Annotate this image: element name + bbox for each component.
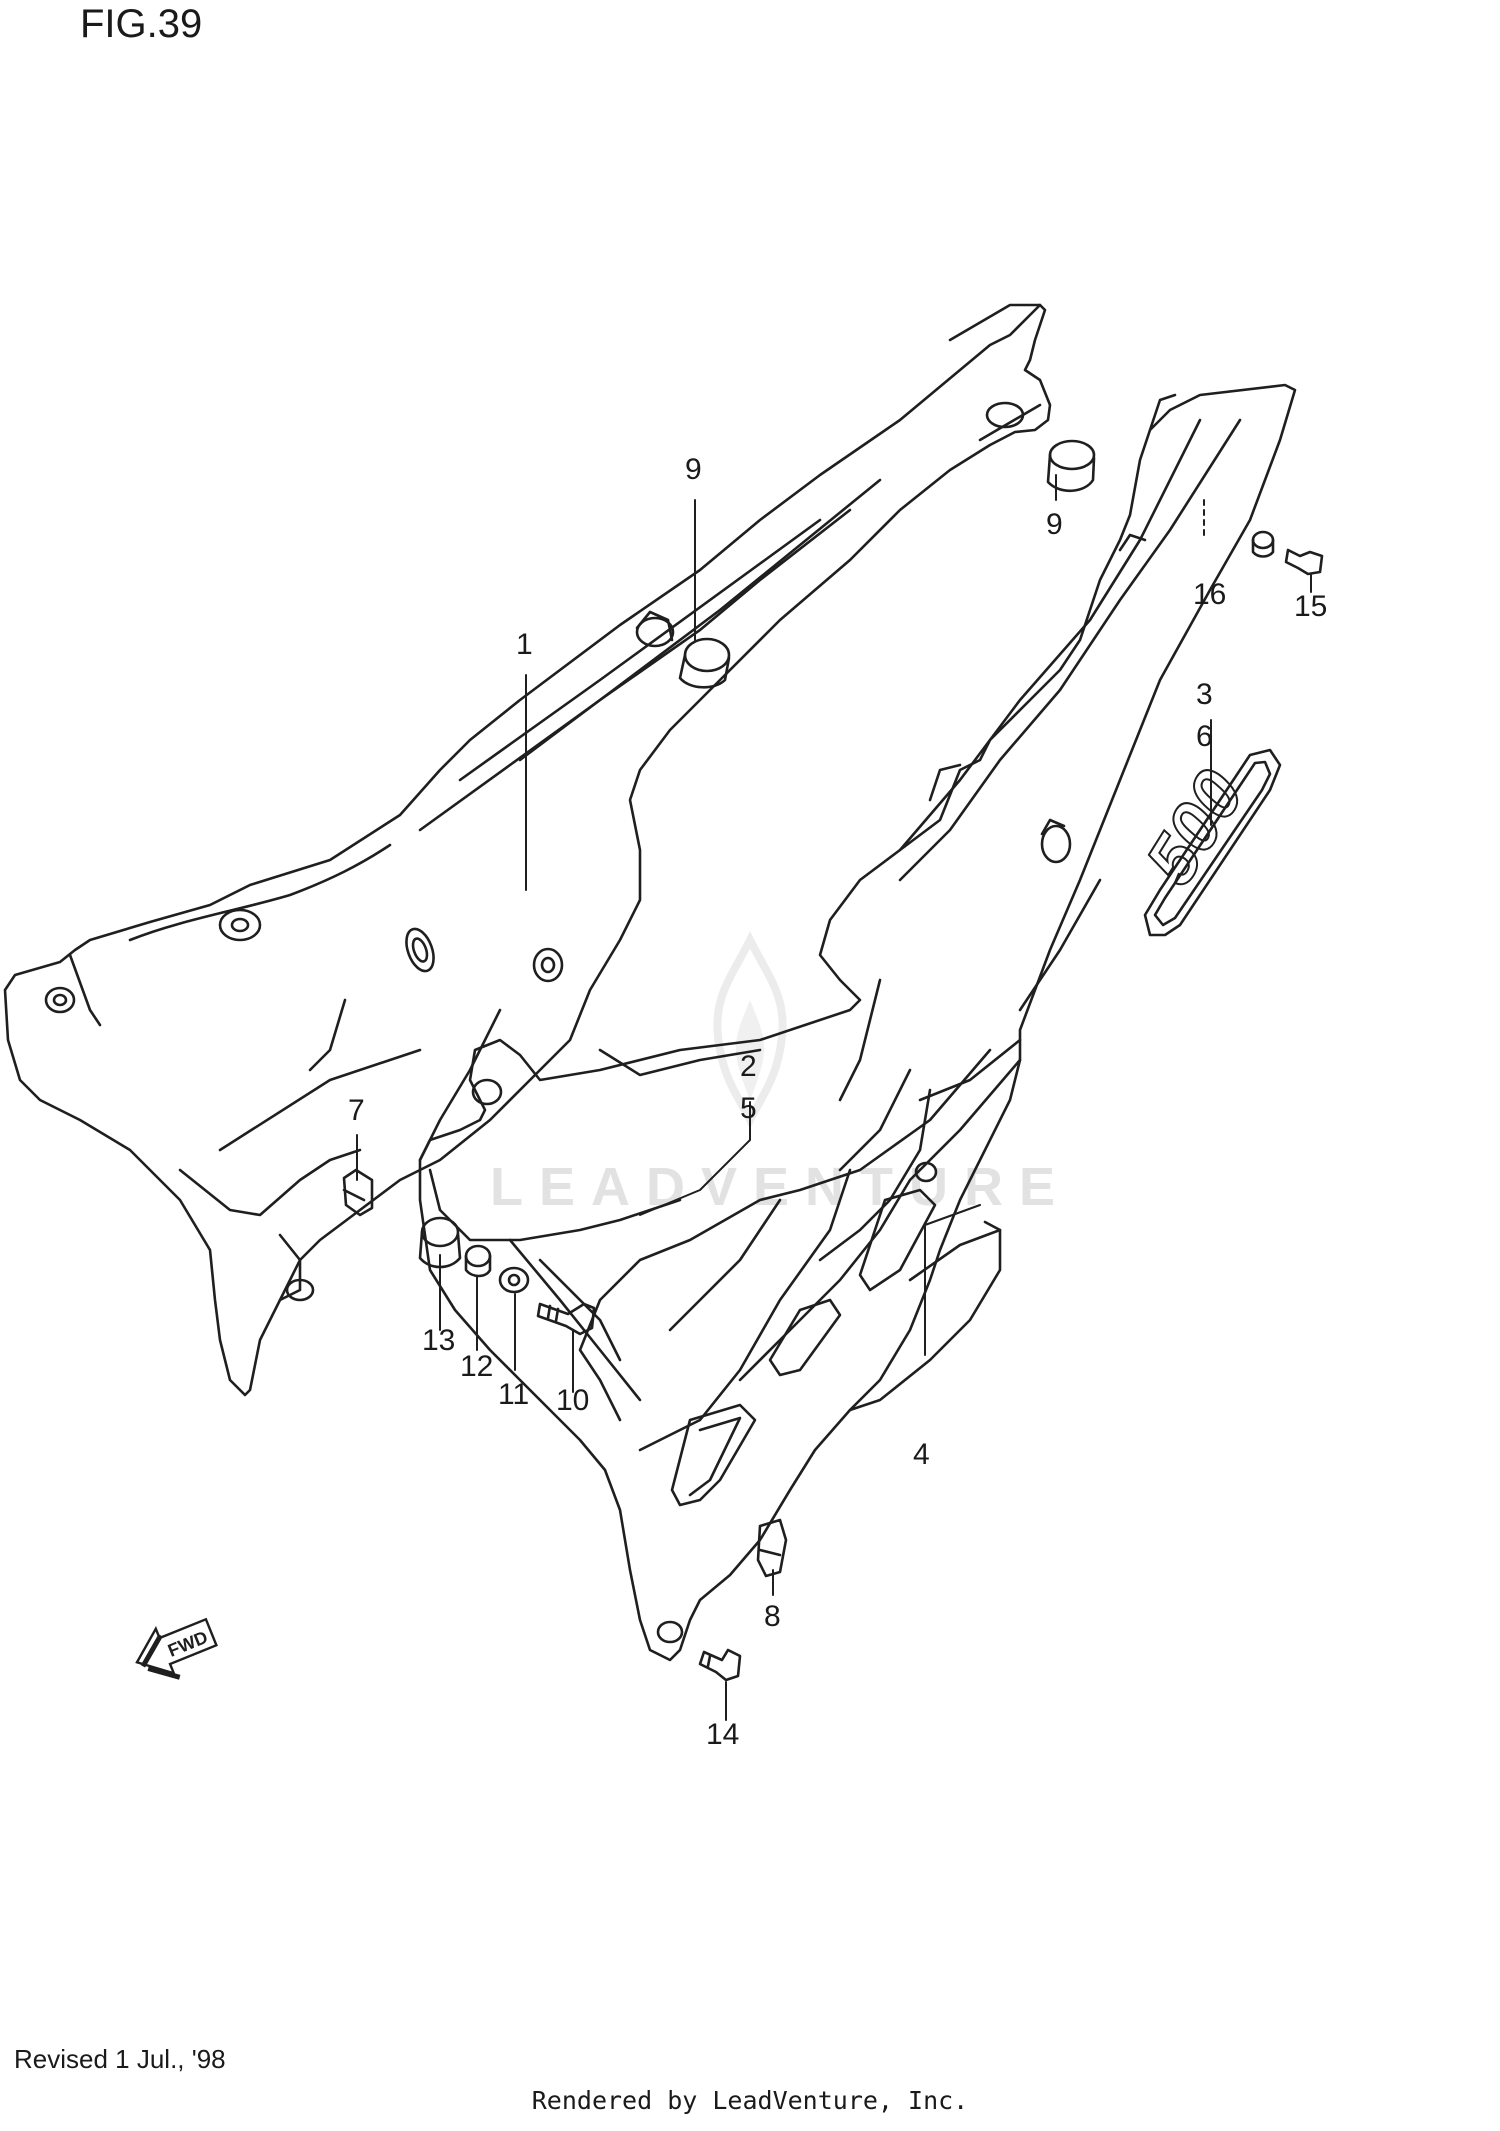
- callout-9-right: 9: [1046, 508, 1063, 541]
- callout-13: 13: [422, 1324, 456, 1357]
- nut-16: [1251, 530, 1275, 558]
- callout-2: 2: [740, 1050, 757, 1083]
- collar-12: [464, 1244, 492, 1278]
- callout-14: 14: [706, 1718, 740, 1751]
- footer-credit: Rendered by LeadVenture, Inc.: [531, 2086, 969, 2115]
- callout-10: 10: [556, 1384, 590, 1417]
- callout-4: 4: [913, 1438, 930, 1471]
- callout-11: 11: [498, 1378, 530, 1411]
- callout-5: 5: [740, 1092, 757, 1125]
- forward-arrow-icon: FWD: [135, 1617, 218, 1680]
- bushing-9-right: [1046, 439, 1096, 493]
- callout-16: 16: [1193, 578, 1227, 611]
- callout-3: 3: [1196, 678, 1213, 711]
- emblem-text: 500: [1131, 757, 1259, 897]
- callout-8: 8: [764, 1600, 781, 1633]
- washer-11: [498, 1266, 530, 1294]
- frame-cover-right: [418, 383, 1297, 1662]
- callout-15: 15: [1294, 590, 1328, 623]
- bolt-10: [536, 1302, 596, 1336]
- screw-14: [698, 1648, 742, 1682]
- revision-note: Revised 1 Jul., '98: [14, 2044, 226, 2074]
- watermark-text: LEADVENTURE: [490, 1157, 1072, 1217]
- emblem-500: [1143, 748, 1282, 937]
- callout-1: 1: [516, 628, 533, 661]
- callout-6: 6: [1196, 720, 1213, 753]
- clip-8: [756, 1518, 788, 1578]
- screw-15: [1284, 548, 1324, 576]
- bushing-9-left: [678, 637, 731, 689]
- callout-9-left: 9: [685, 453, 702, 486]
- frame-cover-left: [3, 303, 1052, 1397]
- callout-7: 7: [348, 1094, 365, 1127]
- callout-12: 12: [460, 1350, 494, 1383]
- figure-title: FIG.39: [80, 2, 203, 46]
